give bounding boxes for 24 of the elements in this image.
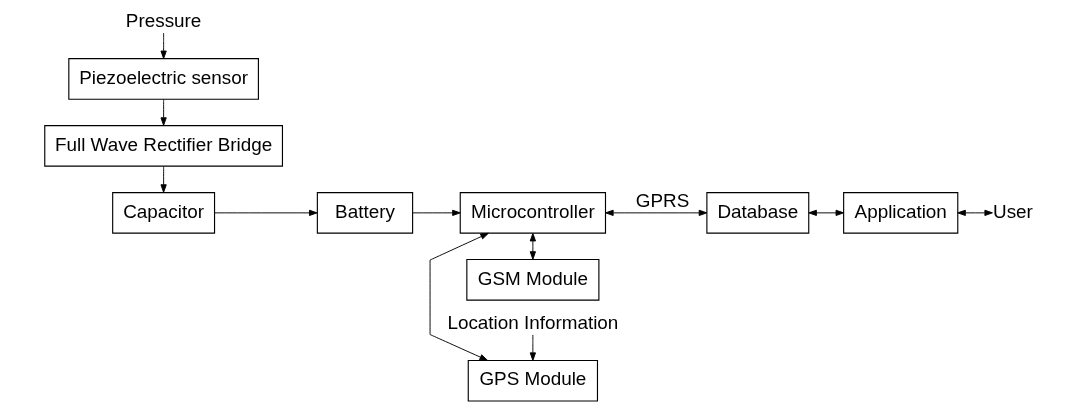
node-text: User — [992, 200, 1033, 222]
arrow — [429, 232, 489, 361]
arrow — [160, 32, 167, 60]
arrow — [807, 209, 844, 216]
node-box: Application — [842, 192, 958, 234]
node-box: Database — [705, 192, 809, 234]
node-text: Location Information — [446, 311, 618, 333]
arrow — [160, 166, 167, 193]
arrow — [956, 209, 993, 216]
node-box: GSM Module — [465, 259, 599, 301]
node-box: Full Wave Rectifier Bridge — [43, 125, 283, 167]
arrow — [160, 99, 167, 126]
node-box: Piezoelectric sensor — [67, 58, 259, 100]
arrow — [412, 209, 461, 216]
node-text: Pressure — [125, 10, 201, 32]
node-box: Battery — [316, 192, 413, 234]
node-box: Microcontroller — [459, 192, 606, 234]
arrow — [529, 232, 536, 260]
arrow — [529, 334, 536, 361]
node-box: GPS Module — [467, 359, 598, 402]
arrow — [604, 209, 707, 216]
edge-label: GPRS — [635, 190, 689, 212]
arrow — [213, 209, 317, 216]
node-box: Capacitor — [111, 192, 215, 234]
